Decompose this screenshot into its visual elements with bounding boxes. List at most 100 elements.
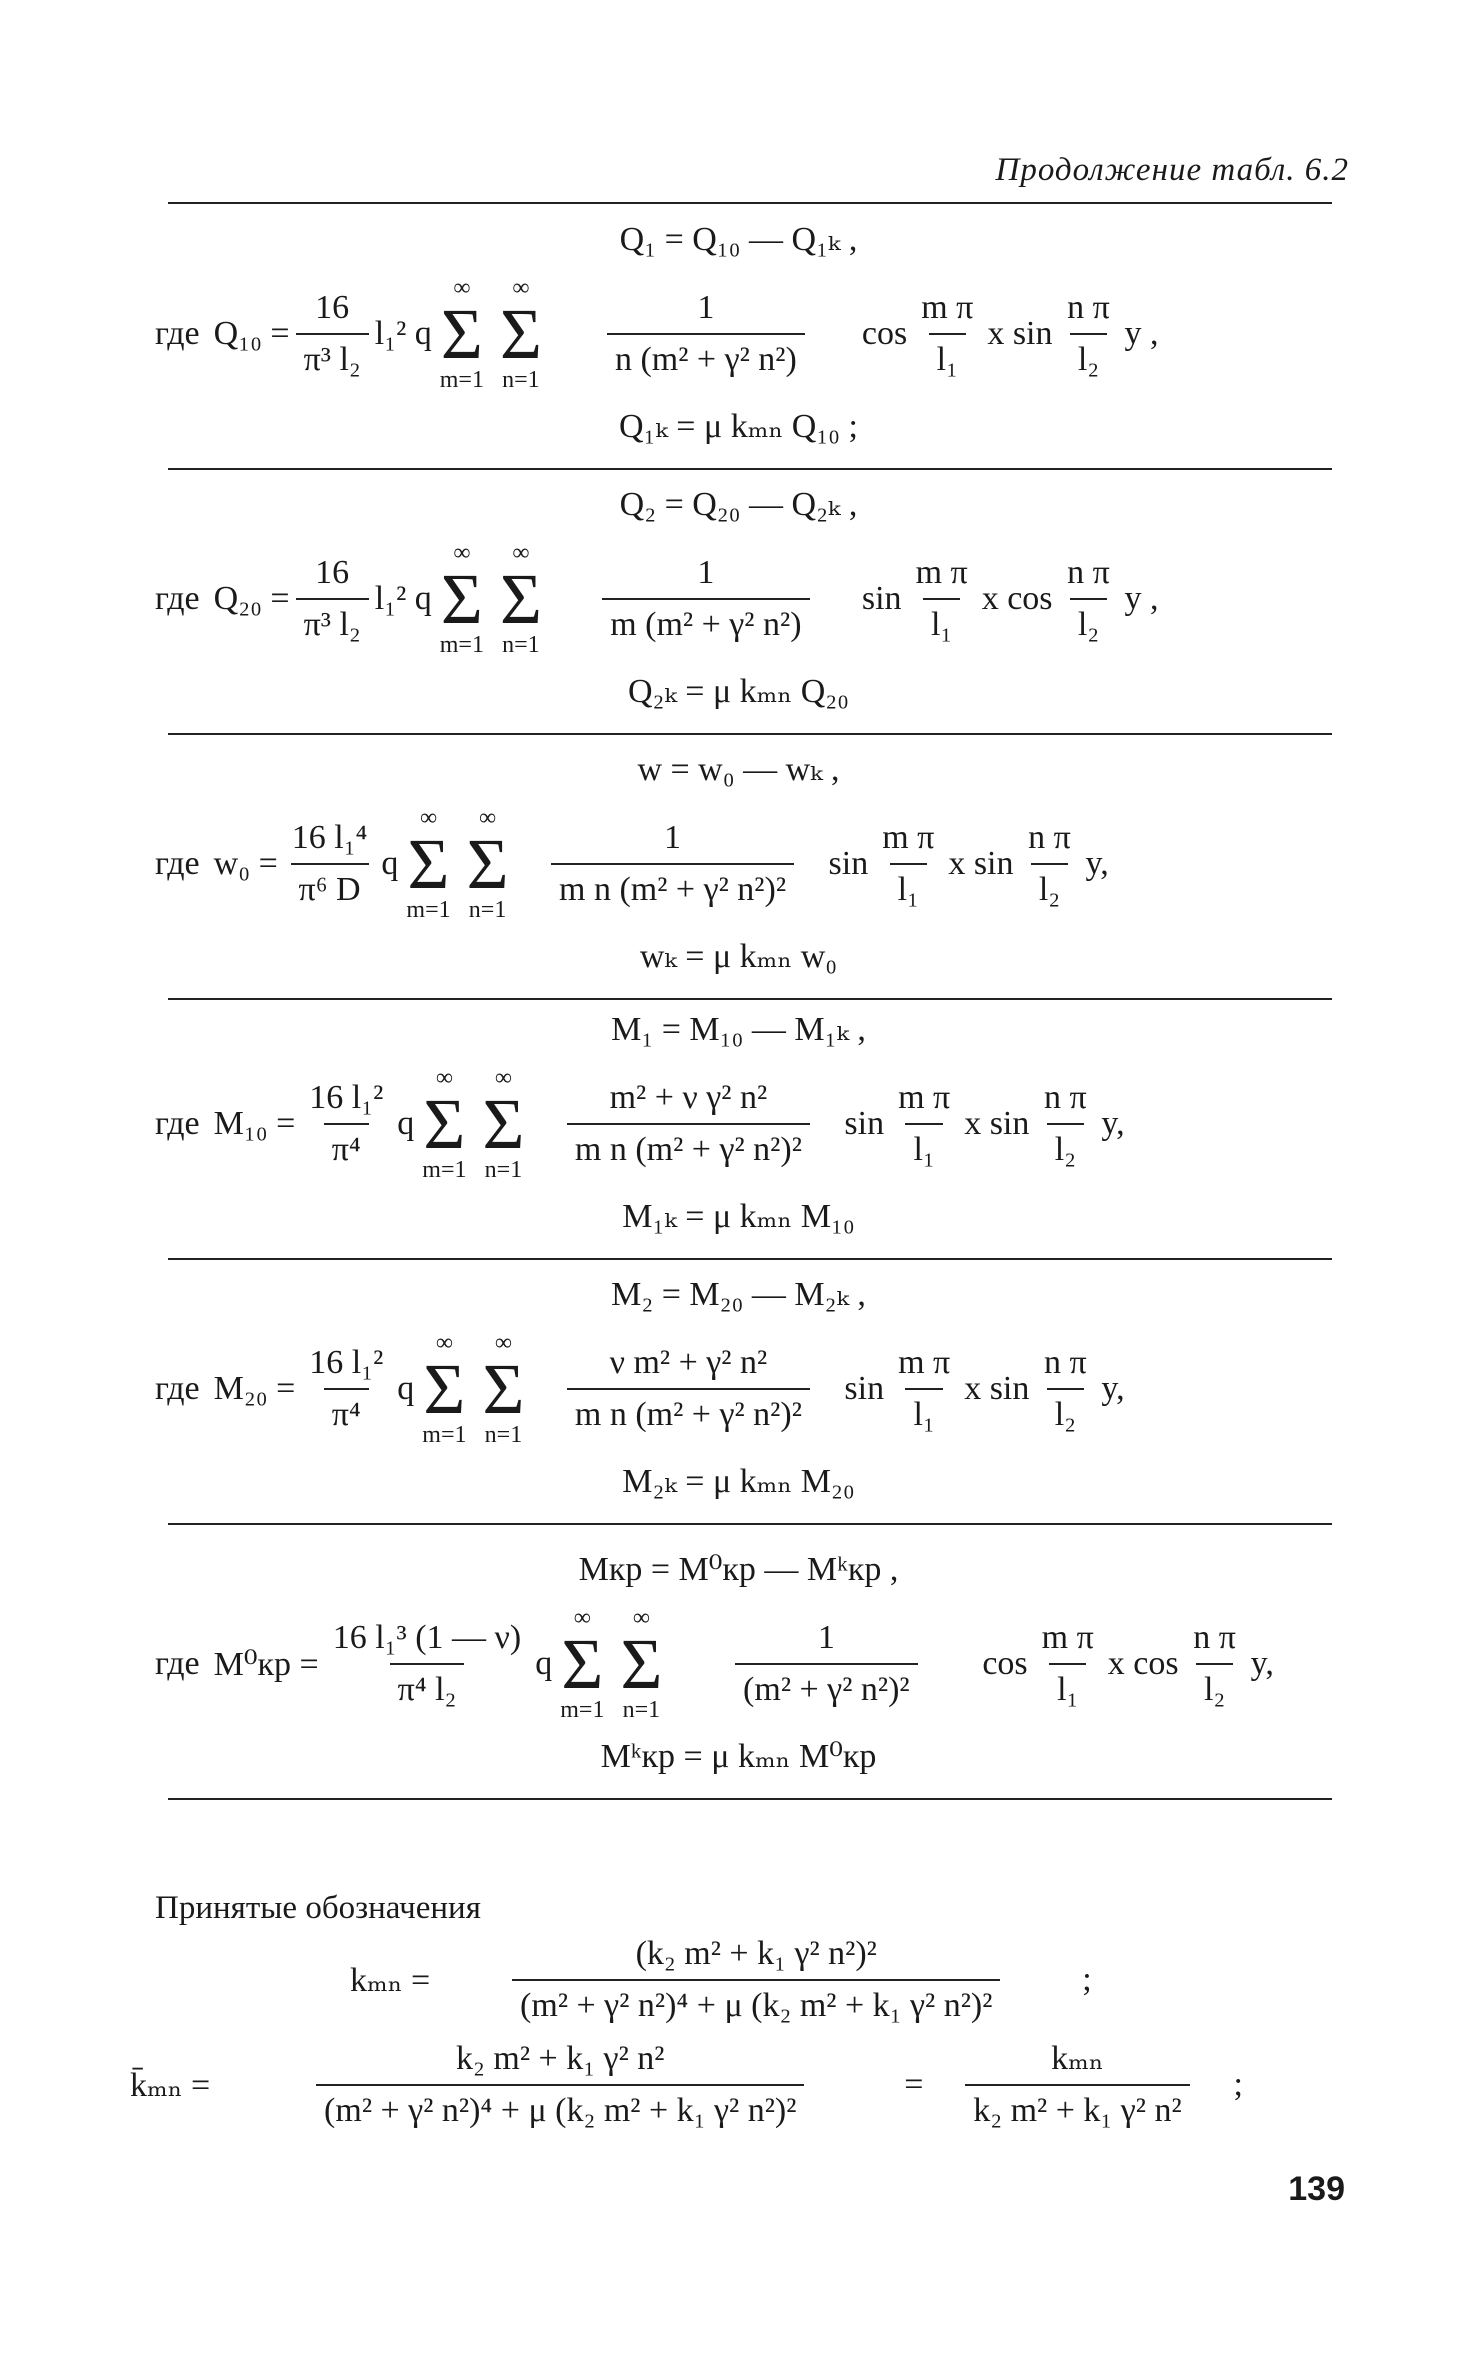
term-numerator: 1: [664, 819, 682, 856]
arg-numerator: m π: [915, 554, 968, 591]
term-denominator: m n (m² + γ² n²)²: [551, 863, 795, 909]
table-rule: [168, 733, 1332, 735]
table-continuation-header: Продолжение табл. 6.2: [995, 152, 1349, 188]
x-argument-fraction: m π l₁: [890, 1079, 958, 1169]
coefficient-numerator: 16 l₁²: [309, 1079, 384, 1116]
where-word: где: [155, 1105, 200, 1142]
multiplier: l₁² q: [374, 315, 432, 352]
arg-numerator: m π: [882, 819, 935, 856]
x-variable-trig: x sin: [964, 1370, 1030, 1407]
y-variable: y,: [1101, 1370, 1125, 1407]
sum-upper-limit: ∞: [494, 1330, 512, 1356]
sigma-symbol: Σ: [482, 1084, 525, 1164]
sum-upper-limit: ∞: [512, 275, 530, 301]
arg-numerator: n π: [1044, 1344, 1087, 1381]
x-variable-trig: x sin: [948, 845, 1014, 882]
arg-denominator: l₁: [922, 598, 961, 644]
sigma-symbol: Σ: [440, 294, 483, 374]
coefficient-numerator: 16 l₁²: [309, 1344, 384, 1381]
arg-denominator: l₁: [889, 863, 927, 909]
term-numerator: m² + ν γ² n²: [609, 1079, 768, 1116]
coefficient-denominator: π⁶ D: [290, 863, 369, 909]
k-numerator: (k₂ m² + k₁ γ² n²)²: [635, 1935, 877, 1972]
y-variable: y,: [1085, 845, 1109, 882]
arg-numerator: m π: [1041, 1619, 1094, 1656]
k-lhs: kₘₙ =: [350, 1962, 431, 1999]
arg-denominator: l₂: [1069, 333, 1108, 379]
where-word: где: [155, 580, 200, 617]
multiplier: q: [397, 1105, 415, 1142]
kbar-lhs: k̄ₘₙ =: [130, 2067, 211, 2104]
arg-numerator: n π: [1193, 1619, 1236, 1656]
kbar-denominator: (m² + γ² n²)⁴ + μ (k₂ m² + k₁ γ² n²)²: [316, 2084, 805, 2130]
x-variable-trig: x cos: [1107, 1645, 1179, 1682]
reduction-equation: Q₂ₖ = μ kₘₙ Q₂₀: [627, 673, 850, 710]
lhs-term: M⁰кр =: [213, 1646, 319, 1683]
page-number: 139: [1288, 2170, 1345, 2208]
arg-denominator: l₁: [928, 333, 966, 379]
arg-numerator: m π: [898, 1344, 951, 1381]
kbar-definition: k̄ₘₙ = k₂ m² + k₁ γ² n² (m² + γ² n²)⁴ + …: [130, 2040, 1243, 2130]
k-fraction: (k₂ m² + k₁ γ² n²)² (m² + γ² n²)⁴ + μ (k…: [436, 1935, 1076, 2025]
x-argument-fraction: m π l₁: [913, 289, 981, 379]
kbar-numerator-2: kₘₙ: [1051, 2040, 1104, 2077]
term-denominator: (m² + γ² n²)²: [735, 1663, 918, 1709]
arg-numerator: m π: [921, 289, 974, 326]
sigma-symbol: Σ: [482, 1349, 525, 1429]
arg-denominator: l₁: [905, 1388, 943, 1434]
term-denominator: m n (m² + γ² n²)²: [566, 1388, 810, 1434]
sigma-symbol: Σ: [499, 294, 542, 374]
series-term-fraction: 1 m n (m² + γ² n²)²: [523, 819, 823, 909]
kbar-fraction: k₂ m² + k₁ γ² n² (m² + γ² n²)⁴ + μ (k₂ m…: [230, 2040, 890, 2130]
reduction-equation: wₖ = μ kₘₙ w₀: [639, 938, 838, 975]
sum-upper-limit: ∞: [512, 540, 530, 566]
x-argument-fraction: m π l₁: [908, 554, 976, 644]
table-rule: [168, 1798, 1332, 1800]
arg-numerator: m π: [898, 1079, 951, 1116]
where-word: где: [155, 1645, 200, 1682]
lhs-term: M₂₀ =: [213, 1370, 296, 1407]
trig-function: sin: [828, 845, 869, 882]
k-denominator: (m² + γ² n²)⁴ + μ (k₂ m² + k₁ γ² n²)²: [512, 1979, 1001, 2025]
arg-denominator: l₂: [1046, 1123, 1085, 1169]
sum-upper-limit: ∞: [453, 540, 471, 566]
arg-denominator: l₁: [905, 1123, 943, 1169]
coefficient-denominator: π⁴ l₂: [389, 1663, 465, 1709]
where-word: где: [155, 315, 200, 352]
sigma-symbol: Σ: [620, 1624, 663, 1704]
trig-function: cos: [982, 1645, 1028, 1682]
sum-lower-limit: n=1: [468, 897, 507, 923]
reduction-equation: Q₁ₖ = μ kₘₙ Q₁₀ ;: [619, 408, 858, 445]
reduction-equation: Mᵏкр = μ kₘₙ M⁰кр: [600, 1738, 877, 1775]
coefficient-denominator: π³ l₂: [295, 598, 369, 644]
arg-denominator: l₁: [1049, 1663, 1087, 1709]
term-denominator: m (m² + γ² n²): [602, 598, 810, 644]
table-rule: [168, 1523, 1332, 1525]
arg-numerator: n π: [1067, 554, 1110, 591]
y-variable: y,: [1101, 1105, 1125, 1142]
sigma-symbol: Σ: [499, 559, 542, 639]
main-equation: Q₁ = Q₁₀ — Q₁ₖ ,: [619, 221, 858, 258]
sum-upper-limit: ∞: [435, 1330, 453, 1356]
sum-lower-limit: m=1: [422, 1157, 467, 1183]
sum-lower-limit: m=1: [439, 632, 484, 658]
main-equation: w = w₀ — wₖ ,: [637, 751, 840, 788]
sigma-symbol: Σ: [466, 824, 509, 904]
coefficient-denominator: π³ l₂: [295, 333, 369, 379]
kbar-denominator-2: k₂ m² + k₁ γ² n²: [965, 2084, 1190, 2130]
main-equation: Q₂ = Q₂₀ — Q₂ₖ ,: [619, 486, 858, 523]
where-word: где: [155, 1370, 200, 1407]
